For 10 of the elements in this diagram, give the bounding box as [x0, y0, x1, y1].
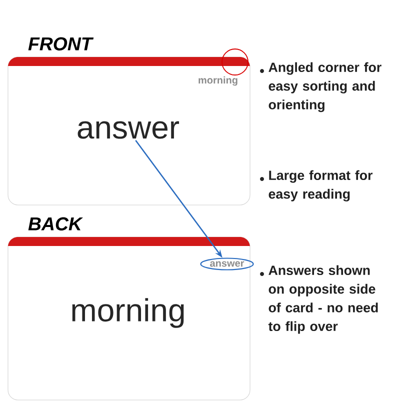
card-word: answer [78, 121, 180, 139]
node-label: BACK [28, 217, 84, 230]
answer-hint: morning [198, 76, 238, 86]
bullet-text: Large format for easy reading [260, 170, 373, 202]
node-label: FRONT [28, 37, 94, 50]
card-word: morning [72, 298, 184, 328]
highlight-circle [222, 48, 248, 76]
answer-hint: answer [200, 258, 254, 270]
bullet-text: Angled corner for easy sorting and orienting [260, 62, 382, 112]
bullet-text: Answers shown on opposite side of card - no need to flip over [260, 265, 378, 334]
